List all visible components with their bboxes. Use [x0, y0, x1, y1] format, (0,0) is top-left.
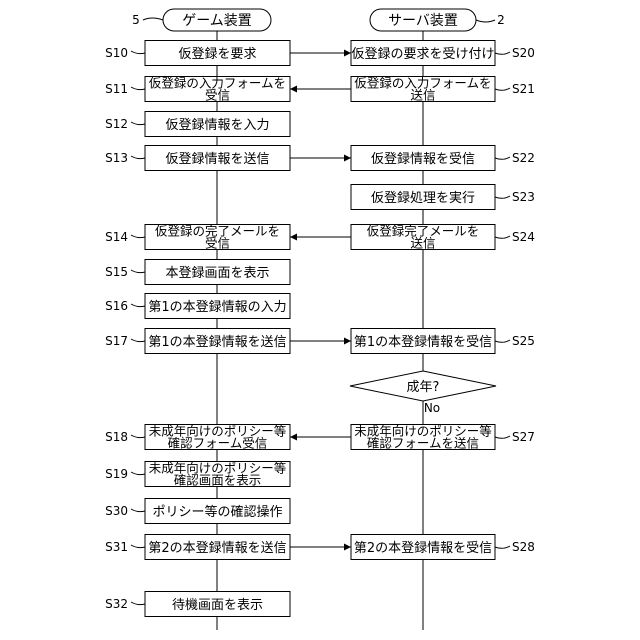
step-s24: 仮登録完了メールを送信S24	[351, 224, 535, 251]
step-label: S16	[105, 299, 128, 313]
step-label: S31	[105, 540, 128, 554]
decision-label: 成年?	[407, 380, 440, 395]
step-label-leader	[495, 340, 510, 342]
step-text-line: 送信	[410, 88, 435, 103]
step-s30: ポリシー等の確認操作 S30	[105, 499, 290, 524]
step-label: S30	[105, 504, 128, 518]
step-label: S10	[105, 46, 128, 60]
step-label-leader	[131, 545, 145, 548]
step-label-leader	[131, 87, 145, 90]
step-label-leader	[131, 235, 145, 238]
step-label-leader	[131, 435, 145, 438]
game-ref-leader	[143, 18, 163, 20]
step-s13: 仮登録情報を送信 S13	[105, 146, 290, 171]
step-s12: 仮登録情報を入力 S12	[105, 112, 290, 137]
step-text-line: 確認フォームを送信	[367, 436, 479, 451]
step-s23: 仮登録処理を実行 S23	[351, 185, 535, 210]
step-s21: 仮登録の入力フォームを送信S21	[351, 76, 535, 103]
step-label: S13	[105, 151, 128, 165]
step-text-line: 仮登録情報を受信	[371, 152, 475, 167]
step-s28: 第2の本登録情報を受信 S28	[351, 535, 535, 560]
step-label: S20	[512, 46, 535, 60]
step-label: S11	[105, 82, 128, 96]
step-label: S24	[512, 230, 535, 244]
step-text-line: 受信	[205, 88, 230, 103]
game-device-label: ゲーム装置	[182, 13, 252, 29]
step-text-line: 仮登録を要求	[178, 47, 256, 62]
step-text-line: ポリシー等の確認操作	[152, 504, 282, 520]
game-device-ref: 5	[132, 13, 140, 27]
server-device-header: サーバ装置 2	[370, 9, 505, 31]
step-text-line: 第2の本登録情報を送信	[148, 541, 286, 556]
step-label: S14	[105, 230, 128, 244]
step-label-leader	[131, 122, 145, 125]
step-label-leader	[131, 602, 145, 605]
step-text-line: 第1の本登録情報を送信	[148, 335, 286, 350]
message-arrows	[290, 53, 351, 547]
step-text-line: 仮登録処理を実行	[371, 190, 475, 206]
step-text-line: 仮登録情報を送信	[165, 152, 269, 167]
server-device-label: サーバ装置	[388, 13, 458, 29]
step-label: S27	[512, 430, 535, 444]
step-text-line: 送信	[410, 236, 435, 251]
step-text-line: 第1の本登録情報の入力	[148, 300, 286, 315]
step-label-leader	[495, 546, 510, 548]
step-s32: 待機画面を表示 S32	[105, 592, 290, 617]
step-s22: 仮登録情報を受信 S22	[351, 146, 535, 171]
game-device-header: ゲーム装置 5	[132, 9, 271, 31]
step-label-leader	[131, 304, 145, 307]
step-label: S22	[512, 151, 535, 165]
step-label: S21	[512, 82, 535, 96]
decision-no-label: No	[424, 401, 440, 415]
step-label-leader	[131, 156, 145, 159]
step-s11: 仮登録の入力フォームを受信S11	[105, 76, 290, 103]
step-label: S25	[512, 334, 535, 348]
step-label: S18	[105, 430, 128, 444]
step-label-leader	[495, 157, 510, 159]
step-text-line: 仮登録情報を入力	[165, 118, 269, 133]
server-device-ref: 2	[497, 13, 505, 27]
step-label-leader	[495, 196, 510, 198]
step-label-leader	[131, 472, 145, 475]
step-label: S23	[512, 190, 535, 204]
process-steps: 仮登録を要求S10仮登録の入力フォームを受信S11仮登録情報を入力S12仮登録情…	[105, 41, 535, 617]
step-text-line: 受信	[205, 236, 230, 251]
step-text-line: 第2の本登録情報を受信	[354, 541, 492, 556]
server-ref-leader	[476, 20, 495, 22]
step-label-leader	[495, 52, 510, 54]
step-text-line: 第1の本登録情報を受信	[354, 335, 492, 350]
step-label: S17	[105, 334, 128, 348]
step-s16: 第1の本登録情報の入力 S16	[105, 294, 290, 319]
step-text-line: 仮登録の要求を受け付け	[351, 47, 494, 62]
step-s31: 第2の本登録情報を送信 S31	[105, 535, 290, 560]
step-text-line: 確認画面を表示	[174, 473, 262, 488]
step-s27: 未成年向けのポリシー等確認フォームを送信S27	[351, 424, 535, 451]
step-label-leader	[131, 339, 145, 342]
step-label-leader	[495, 88, 510, 90]
adult-decision: 成年? No	[350, 371, 496, 415]
step-label: S19	[105, 467, 128, 481]
step-label-leader	[131, 509, 145, 512]
step-label: S32	[105, 597, 128, 611]
step-text-line: 確認フォーム受信	[168, 436, 268, 451]
step-label: S12	[105, 117, 128, 131]
step-s17: 第1の本登録情報を送信 S17	[105, 329, 290, 354]
step-s18: 未成年向けのポリシー等確認フォーム受信S18	[105, 424, 290, 451]
step-s14: 仮登録の完了メールを受信S14	[105, 224, 290, 251]
step-label-leader	[131, 51, 145, 54]
step-label-leader	[495, 236, 510, 238]
step-text-line: 本登録画面を表示	[165, 266, 269, 281]
step-label-leader	[131, 270, 145, 273]
step-s10: 仮登録を要求 S10	[105, 41, 290, 66]
step-label: S15	[105, 265, 128, 279]
step-s20: 仮登録の要求を受け付け S20	[351, 41, 535, 66]
step-s25: 第1の本登録情報を受信 S25	[351, 329, 535, 354]
step-s19: 未成年向けのポリシー等確認画面を表示S19	[105, 461, 290, 488]
step-label: S28	[512, 540, 535, 554]
step-s15: 本登録画面を表示 S15	[105, 260, 290, 285]
step-text-line: 待機画面を表示	[172, 598, 263, 613]
step-label-leader	[495, 436, 510, 438]
